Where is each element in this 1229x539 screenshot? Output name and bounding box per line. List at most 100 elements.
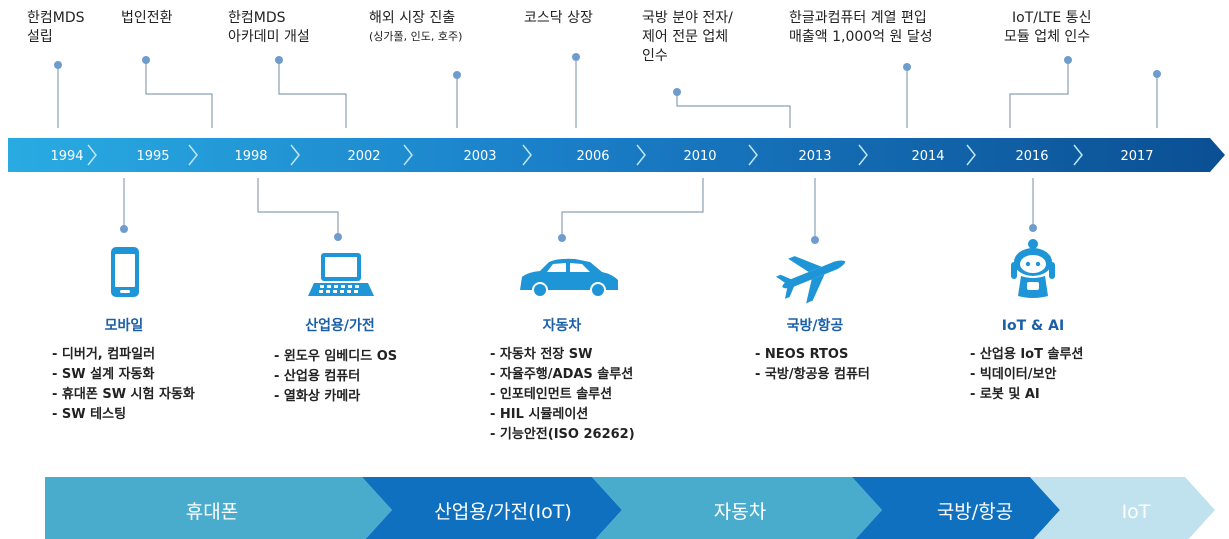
car-icon [520,258,618,298]
milestone-text: 한글과컴퓨터 계열 편입 [789,10,927,26]
milestone-dot [1064,56,1072,64]
milestone-text: 해외 시장 진출 [369,10,455,26]
year-labels: 1994 1995 1998 2002 2003 2006 2010 2013 … [50,149,1153,164]
milestone-dot [142,56,150,64]
milestone-2010: 국방 분야 전자/ 제어 전문 업체 인수 [642,10,733,64]
category-item: - 국방/항공용 컴퓨터 [755,366,870,382]
category-title: IoT & AI [1002,318,1064,334]
category-dot [811,236,819,244]
category-item: - 윈도우 임베디드 OS [274,348,397,364]
connector-line [278,60,347,128]
chevron-right-icon [636,144,646,166]
category-defense: 국방/항공 - NEOS RTOS - 국방/항공용 컴퓨터 [755,317,870,382]
phase-label: 산업용/가전(IoT) [434,501,571,523]
milestone-dot [572,53,580,61]
year-label: 2013 [798,149,831,164]
phase-label: 휴대폰 [186,501,238,523]
phase-segment [45,477,392,539]
category-dot [334,233,342,241]
phase-segment [362,477,622,539]
category-item: - 산업용 컴퓨터 [274,368,360,384]
milestone-text: 법인전환 [121,10,173,26]
milestone-text: IoT/LTE 통신 [1012,10,1091,26]
category-title: 자동차 [543,318,582,334]
milestone-text: 제어 전문 업체 [642,29,728,45]
category-title: 산업용/가전 [305,317,375,334]
category-title: 모바일 [105,318,144,334]
year-label: 1994 [50,149,83,164]
year-label: 2006 [576,149,609,164]
phase-bar: 휴대폰 산업용/가전(IoT) 자동차 국방/항공 IoT [45,477,1215,539]
milestone-2006: 코스닥 상장 [524,10,593,26]
category-dot [558,234,566,242]
category-item: - SW 테스팅 [52,406,126,422]
year-label: 2003 [463,149,496,164]
chevron-right-icon [1073,144,1083,166]
chevron-right-icon [966,144,976,166]
milestone-dot [453,71,461,79]
milestone-text: 한컴MDS [228,10,286,26]
milestone-text: 코스닥 상장 [524,10,593,26]
category-title: 국방/항공 [787,317,844,334]
bottom-connectors [123,178,1034,240]
category-item: - 휴대폰 SW 시험 자동화 [52,386,195,402]
milestone-text: 아카데미 개설 [228,29,310,45]
category-industrial: 산업용/가전 - 윈도우 임베디드 OS - 산업용 컴퓨터 - 열화상 카메라 [274,317,397,404]
milestone-dot [275,56,283,64]
category-item: - 자동차 전장 SW [490,346,592,362]
category-item: - 열화상 카메라 [274,388,360,404]
milestone-1994: 한컴MDS 설립 [27,10,85,45]
milestone-2014: 한글과컴퓨터 계열 편입 매출액 1,000억 원 달성 [789,10,933,45]
category-item: - NEOS RTOS [755,347,848,362]
milestone-subtext: (싱가폴, 인도, 호주) [369,30,462,43]
chevron-right-icon [188,144,198,166]
phase-label: IoT [1122,501,1151,523]
year-label: 2016 [1015,149,1048,164]
chevron-right-icon [87,144,97,166]
category-item: - 디버거, 컴파일러 [52,346,155,362]
milestone-1995: 법인전환 [121,10,173,26]
category-automotive: 자동차 - 자동차 전장 SW - 자율주행/ADAS 솔루션 - 인포테인먼트… [490,318,635,442]
year-label: 1995 [136,149,169,164]
bottom-dots [120,224,1037,244]
chevron-right-icon [748,144,758,166]
connector-line [1009,60,1069,128]
category-item: - HIL 시뮬레이션 [490,406,588,422]
category-item: - 인포테인먼트 솔루션 [490,386,612,402]
category-item: - 로봇 및 AI [970,387,1040,402]
year-label: 1998 [234,149,267,164]
year-label: 2014 [911,149,944,164]
connector-line [676,92,791,128]
milestone-text: 인수 [642,48,668,64]
category-mobile: 모바일 - 디버거, 컴파일러 - SW 설계 자동화 - 휴대폰 SW 시험 … [52,318,195,422]
phase-segment [1030,477,1215,539]
phase-label: 자동차 [714,501,766,523]
chevron-right-icon [858,144,868,166]
connector-line [561,178,704,238]
year-label: 2017 [1120,149,1153,164]
category-item: - 빅데이터/보안 [970,366,1056,382]
laptop-icon [308,253,374,296]
milestone-text: 국방 분야 전자/ [642,10,733,26]
milestone-dot [673,88,681,96]
smartphone-icon [111,247,139,297]
category-item: - 기능안전(ISO 26262) [490,426,635,442]
category-item: - 자율주행/ADAS 솔루션 [490,366,633,382]
chevron-right-icon [403,144,413,166]
phase-segment [852,477,1060,539]
connector-line [145,60,213,128]
milestone-text: 설립 [27,29,53,45]
milestone-1998: 한컴MDS 아카데미 개설 [228,10,310,45]
milestone-2003: 해외 시장 진출 (싱가폴, 인도, 호주) [369,10,462,43]
chevron-right-icon [290,144,300,166]
category-dot [1029,224,1037,232]
timeline-arrow [8,138,1225,172]
milestone-text: 한컴MDS [27,10,85,26]
milestone-dot [54,61,62,69]
milestone-text: 모듈 업체 인수 [1004,29,1090,45]
phase-label: 국방/항공 [937,501,1013,523]
phase-segment [592,477,882,539]
chevron-right-icon [522,144,532,166]
milestone-text: 매출액 1,000억 원 달성 [789,29,933,45]
